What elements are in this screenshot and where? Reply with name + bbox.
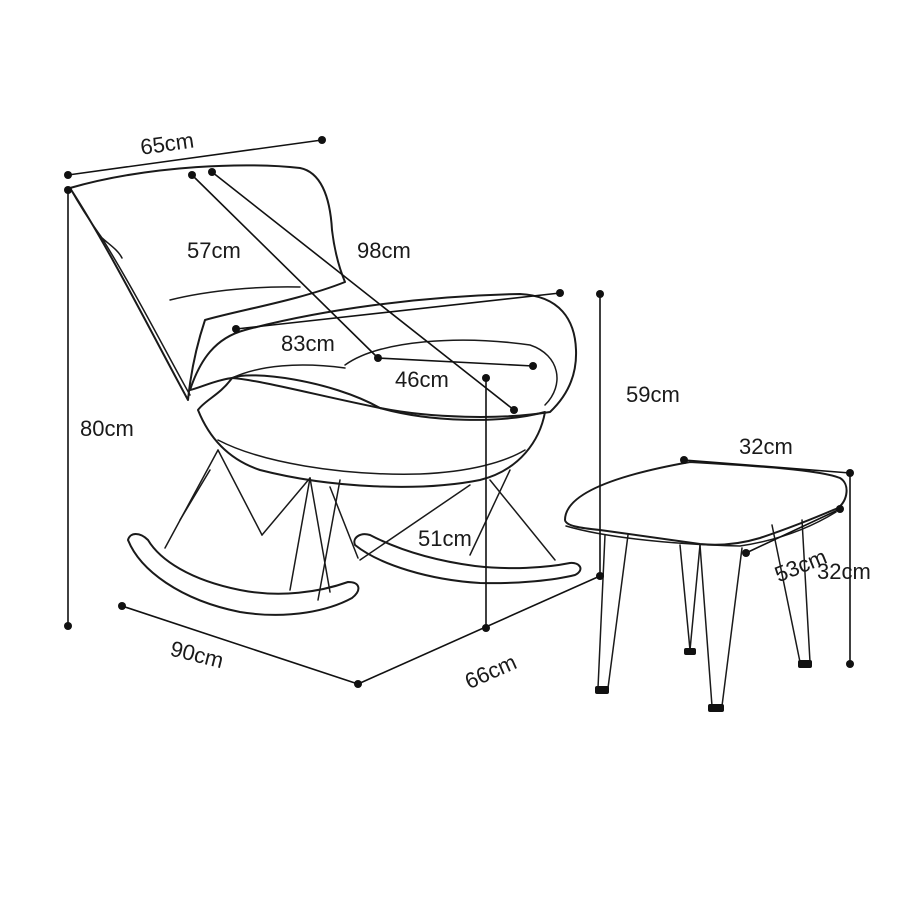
- dim-ottoman-height: [846, 473, 854, 668]
- dimension-lines: [64, 136, 854, 688]
- dim-chair-width: [64, 136, 326, 179]
- label-seat-width: 83cm: [281, 331, 335, 356]
- label-backrest: 57cm: [187, 238, 241, 263]
- label-armrest-height: 59cm: [626, 382, 680, 407]
- dim-ottoman-length: [742, 505, 844, 557]
- label-chair-height: 80cm: [80, 416, 134, 441]
- ottoman-legs: [597, 519, 811, 707]
- dim-diagonal: [208, 168, 518, 414]
- dim-seat-height: [482, 374, 490, 632]
- chair-backrest-inner: [101, 237, 191, 396]
- chair-seat-bowl: [197, 374, 546, 488]
- ottoman-feet: [595, 648, 812, 712]
- label-seat-depth: 46cm: [395, 367, 449, 392]
- chair-rocker-back: [353, 533, 582, 585]
- chair-backrest-edge: [69, 187, 123, 259]
- chair-backrest-shell: [69, 164, 346, 401]
- rocking-chair: [69, 164, 582, 616]
- chair-rocker-front: [127, 533, 360, 616]
- ottoman: [564, 461, 848, 712]
- label-chair-depth: 66cm: [461, 649, 520, 694]
- dim-armrest-height: [596, 290, 604, 580]
- label-ottoman-height: 32cm: [817, 559, 871, 584]
- ottoman-top: [564, 461, 848, 546]
- label-chair-width: 65cm: [139, 128, 196, 160]
- chair-shell-bottom: [217, 439, 526, 475]
- chair-armrest: [189, 293, 578, 418]
- chair-seat-cushion: [344, 339, 558, 406]
- label-ottoman-width: 32cm: [739, 434, 793, 459]
- dim-chair-depth: [357, 575, 601, 685]
- chair-seat-cushion-front: [231, 364, 346, 379]
- chair-backrest-seam: [169, 286, 301, 301]
- label-diagonal: 98cm: [357, 238, 411, 263]
- dim-chair-height: [64, 186, 72, 630]
- chair-wire-base: [164, 449, 556, 601]
- label-seat-height: 51cm: [418, 526, 472, 551]
- dim-chair-length: [118, 602, 362, 688]
- dim-seat-width: [232, 289, 564, 333]
- dim-seat-depth: [377, 357, 537, 370]
- label-chair-length: 90cm: [168, 636, 226, 673]
